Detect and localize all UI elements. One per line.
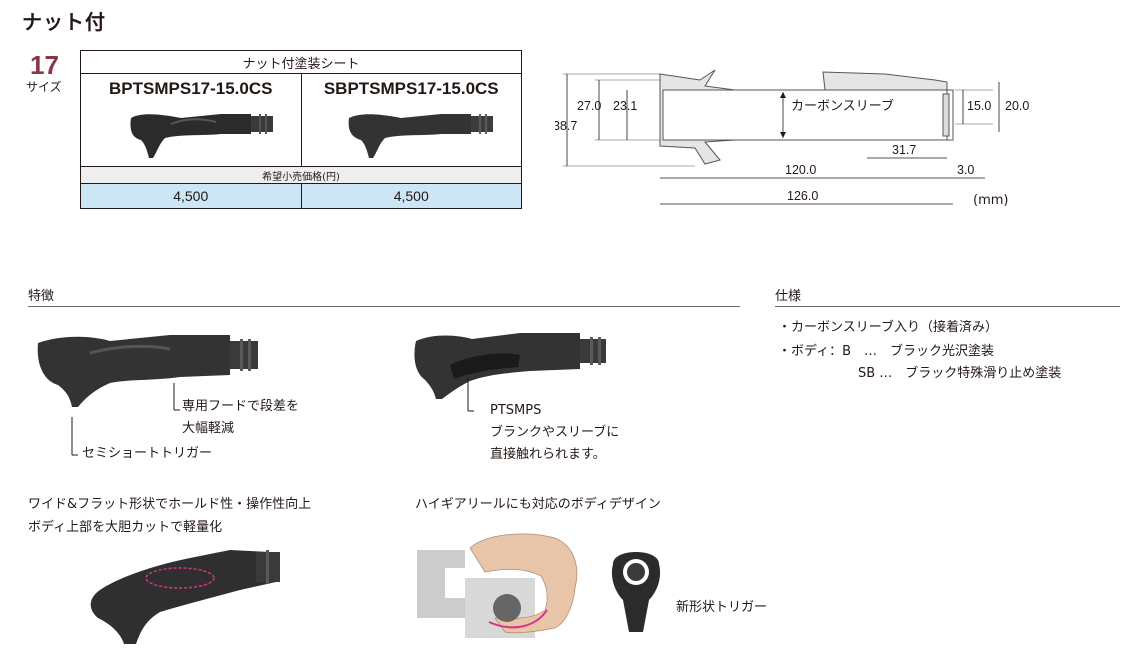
page-title: ナット付 bbox=[22, 10, 106, 34]
features-heading: 特徴 bbox=[28, 289, 55, 304]
dim-15-0: 15.0 bbox=[967, 99, 991, 113]
product-image-sb bbox=[348, 114, 494, 158]
callout-ptsmps-1: PTSMPS bbox=[490, 403, 542, 418]
spec-item-3: SB … ブラック特殊滑り止め塗装 bbox=[858, 366, 1062, 381]
callout-ptsmps-3: 直接触れられます。 bbox=[490, 447, 606, 462]
features-rule bbox=[28, 306, 740, 307]
size-label: サイズ bbox=[26, 80, 62, 94]
product-image-b bbox=[130, 114, 273, 158]
product-image-b-cell bbox=[80, 104, 302, 167]
dim-38-7: 38.7 bbox=[555, 119, 577, 133]
callout-hood-1: 専用フードで段差を bbox=[182, 399, 300, 414]
dim-3-0: 3.0 bbox=[957, 163, 974, 177]
callout-ptsmps-2: ブランクやスリーブに bbox=[490, 425, 620, 440]
spec-item-2: ・ボディ：B … ブラック光沢塗装 bbox=[778, 344, 995, 359]
specs-rule bbox=[775, 306, 1120, 307]
spec-item-1: ・カーボンスリーブ入り（接着済み） bbox=[778, 320, 998, 335]
specs-heading: 仕様 bbox=[775, 289, 802, 304]
caption-highgear: ハイギアリールにも対応のボディデザイン bbox=[415, 497, 661, 512]
dim-31-7: 31.7 bbox=[892, 143, 916, 157]
dim-20-0: 20.0 bbox=[1005, 99, 1029, 113]
callout-hood-2: 大幅軽減 bbox=[182, 421, 235, 436]
size-number: 17 bbox=[30, 50, 59, 80]
feature-image-ptsmps bbox=[414, 333, 606, 412]
price-b: 4,500 bbox=[80, 183, 302, 209]
price-sb: 4,500 bbox=[300, 183, 522, 209]
price-label: 希望小売価格(円) bbox=[80, 166, 522, 184]
table-header: ナット付塗装シート bbox=[80, 50, 522, 74]
new-trigger-label: 新形状トリガー bbox=[676, 600, 768, 615]
feature-image-hand-reel bbox=[417, 533, 578, 638]
product-image-sb-cell bbox=[300, 104, 522, 167]
dim-23-1: 23.1 bbox=[613, 99, 637, 113]
dimension-diagram: カーボンスリーブ 38.7 27.0 23.1 15.0 20.0 31.7 1… bbox=[555, 69, 1029, 208]
dim-126-0: 126.0 bbox=[787, 189, 818, 203]
feature-image-handle-side bbox=[37, 335, 258, 456]
callout-trigger: セミショートトリガー bbox=[82, 446, 213, 461]
sleeve-label: カーボンスリーブ bbox=[791, 98, 894, 114]
dim-120-0: 120.0 bbox=[785, 163, 816, 177]
unit-label: (mm) bbox=[973, 193, 1008, 208]
dim-27-0: 27.0 bbox=[577, 99, 601, 113]
model-name-sb: SBPTSMPS17-15.0CS bbox=[300, 73, 522, 104]
product-table: ナット付塗装シート BPTSMPS17-15.0CS SBPTSMPS17-15… bbox=[80, 50, 522, 209]
feature-image-wide-flat bbox=[90, 550, 280, 644]
caption-wide-2: ボディ上部を大胆カットで軽量化 bbox=[28, 520, 223, 535]
feature-image-new-trigger bbox=[611, 552, 661, 632]
caption-wide-1: ワイド&フラット形状でホールド性・操作性向上 bbox=[28, 497, 312, 512]
model-name-b: BPTSMPS17-15.0CS bbox=[80, 73, 302, 104]
